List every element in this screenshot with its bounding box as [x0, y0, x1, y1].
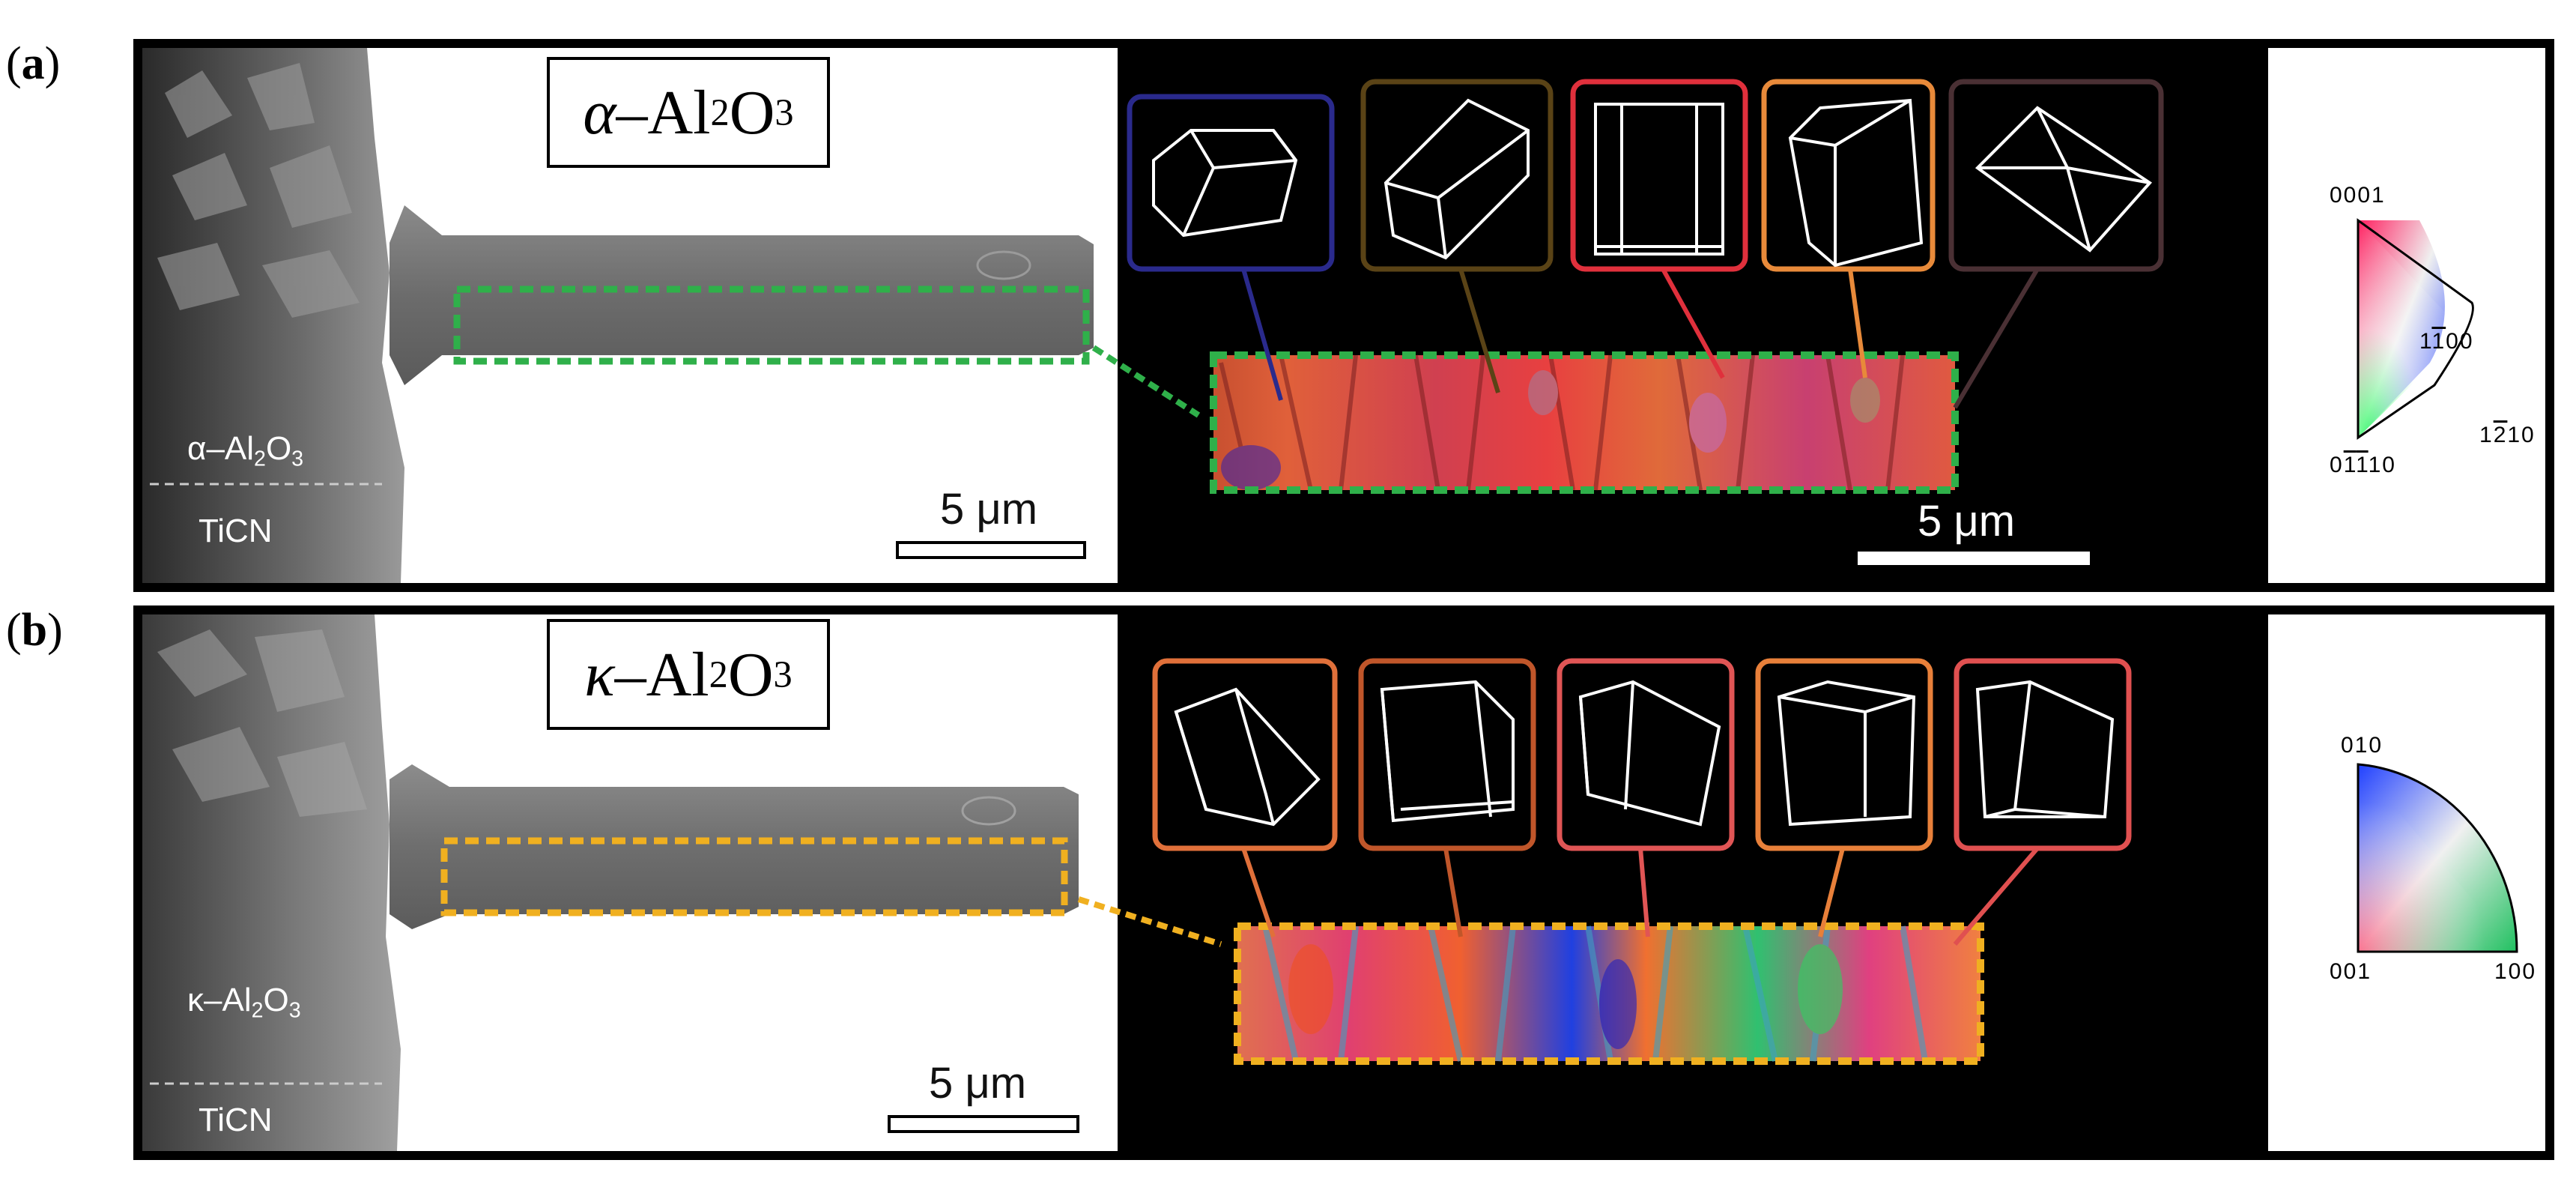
micropillar — [390, 764, 1079, 929]
crystal-box-4 — [1761, 79, 1936, 378]
panel-b-layer-top: κ–Al2O3 — [187, 982, 301, 1023]
ebsd-orientation-map — [1213, 355, 1955, 490]
crystal-box-3 — [1570, 79, 1748, 379]
selection-box — [453, 286, 1090, 365]
panel-a-graphic — [142, 48, 2545, 583]
coating-texture — [157, 63, 360, 318]
coating-cross-section — [142, 614, 401, 1151]
ipf-triangle — [2357, 218, 2474, 440]
sem-scale-bar — [888, 1115, 1079, 1133]
zoom-connector — [1091, 345, 1201, 418]
ipf-b-label-bottom-left: 001 — [2330, 959, 2372, 984]
coating-texture — [157, 629, 367, 817]
crystal-box-3 — [1557, 658, 1735, 937]
grain-texture — [1219, 354, 1905, 491]
panel-a-sem-scale-text: 5 μm — [940, 485, 1038, 534]
panel-a-label: (a) — [6, 38, 61, 89]
ipf-a-label-top: 0001 — [2330, 183, 2386, 208]
zoom-connector — [1077, 896, 1222, 947]
micropillar — [390, 205, 1094, 385]
ipf-a-label-bottom-left: 01110 — [2330, 453, 2396, 477]
panel-b-layer-bottom: TiCN — [198, 1102, 273, 1138]
ipf-b-label-top: 010 — [2341, 733, 2383, 758]
panel-a-layer-bottom: TiCN — [198, 513, 273, 549]
pillar-marker — [976, 250, 1031, 280]
ipf-quadrant — [2357, 763, 2518, 953]
map-scale-bar — [1858, 552, 2090, 565]
grain-texture — [1263, 925, 1928, 1062]
crystal-box-2 — [1360, 79, 1554, 393]
crystal-box-5 — [1953, 658, 2132, 946]
ipf-a-label-right: 1100 — [2419, 329, 2474, 354]
map-outline — [1210, 351, 1959, 494]
panel-b-sem-scale-text: 5 μm — [929, 1059, 1027, 1108]
panel-a-layer-top: α–Al2O3 — [187, 430, 304, 471]
crystal-box-2 — [1358, 658, 1536, 937]
panel-a-map-scale-text: 5 μm — [1918, 497, 2016, 546]
map-outline — [1234, 922, 1984, 1065]
ipf-a-label-bottom-right: 1210 — [2479, 423, 2536, 447]
crystal-box-4 — [1755, 658, 1933, 937]
crystal-box-1 — [1152, 658, 1338, 937]
panel-b-label: (b) — [6, 605, 63, 656]
ipf-b-label-bottom-right: 100 — [2494, 959, 2537, 984]
panel-b-graphic — [142, 614, 2545, 1151]
sem-scale-bar — [896, 541, 1086, 559]
pillar-marker — [961, 796, 1016, 826]
crystal-box-1 — [1127, 94, 1335, 401]
selection-box — [440, 837, 1068, 916]
crystal-box-5 — [1948, 79, 2164, 409]
